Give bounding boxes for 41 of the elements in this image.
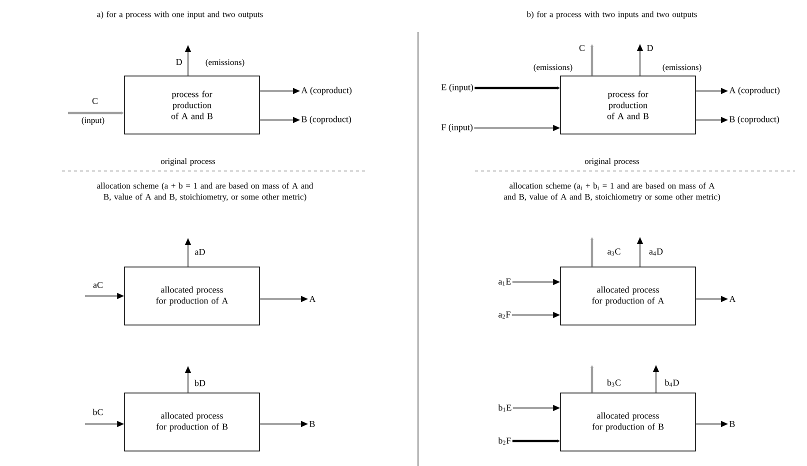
flow-label: B (coproduct) <box>301 116 352 124</box>
edge-label: aC <box>92 280 104 290</box>
edge-label: bD <box>194 378 206 388</box>
flow-label: A (coproduct) <box>729 86 780 96</box>
flow-label: a$_{1}$E <box>498 278 511 286</box>
note: allocation scheme (a + b = 1 and are based on mass of A and B, value of A and B, stoichiometry, or some other metric) <box>97 182 314 202</box>
flow-label: a$_{2}$F <box>498 312 510 318</box>
note: original process <box>160 158 216 166</box>
panel-title: a) for a process with one input and two outputs <box>97 11 263 19</box>
flow-label: B (coproduct) <box>729 116 780 124</box>
process-box: allocated process for production of A <box>124 266 260 326</box>
edge-label: C <box>578 44 586 52</box>
flow-label: E (input) <box>441 84 474 92</box>
flow-label: (input) <box>82 117 104 125</box>
edge-label: b$_{4}$D <box>664 378 680 388</box>
process-box: allocated process for production of B <box>560 392 696 452</box>
flow-label: B <box>309 421 315 427</box>
edge-label: aD <box>194 248 206 256</box>
process-box: process for production of A and B <box>124 76 260 134</box>
flow-label: b$_{2}$F <box>498 437 511 445</box>
flow-label: b$_{1}$E <box>498 404 512 412</box>
edge-label: D <box>646 44 654 52</box>
edge-label: C <box>91 96 99 106</box>
note: original process <box>584 158 640 166</box>
flow-label: A <box>729 296 736 302</box>
edge-label: a$_{3}$C <box>606 247 622 256</box>
flow-label: F (input) <box>441 124 473 132</box>
flow-label: (emissions) <box>534 64 572 72</box>
flow-label: A (coproduct) <box>301 86 352 96</box>
edge-label: b$_{3}$C <box>606 378 622 388</box>
panel-title: b) for a process with two inputs and two outputs <box>526 11 697 19</box>
process-box: process for production of A and B <box>560 76 696 134</box>
edge-label: a$_{4}$D <box>648 248 664 256</box>
edge-label: bC <box>92 408 104 416</box>
note: allocation scheme (a$_{i}$ + b$_{i}$ = 1 and are based on mass of A and B, value of A and B, stoichiometry or some other metric) <box>504 182 720 202</box>
edge-label: D <box>174 58 184 66</box>
flow-label: (emissions) <box>206 59 244 67</box>
flow-label: B <box>729 421 735 427</box>
flow-label: A <box>309 296 316 302</box>
process-box: allocated process for production of B <box>124 392 260 452</box>
process-box: allocated process for production of A <box>560 266 696 326</box>
